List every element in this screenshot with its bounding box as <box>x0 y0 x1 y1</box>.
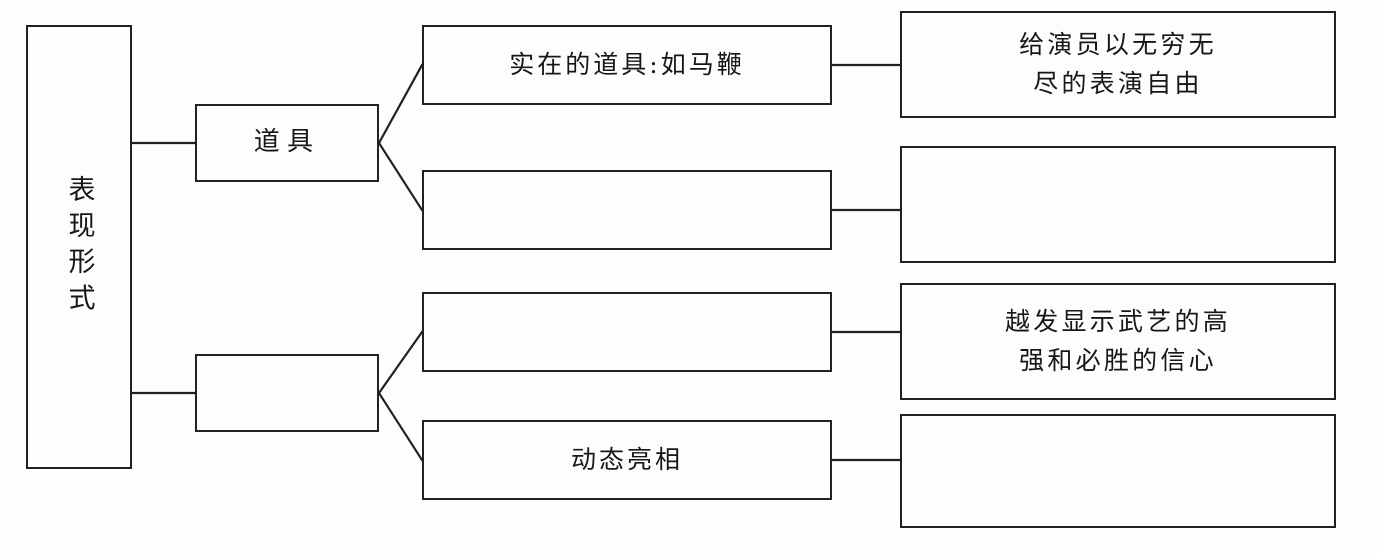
lvl4-node-0-label: 给演员以无穷无 尽的表演自由 <box>1019 29 1217 98</box>
connector-lvl2-0-to-lvl3-1 <box>377 141 424 212</box>
connector-lvl2-0-to-lvl3-0 <box>377 63 424 145</box>
lvl2-node-daoju[interactable]: 道具 <box>195 104 379 182</box>
root-node-biaoxianxingshi[interactable]: 表现形式 <box>26 25 132 469</box>
lvl4-node-empty-3[interactable] <box>900 414 1336 528</box>
lvl4-node-empty-1[interactable] <box>900 146 1336 263</box>
lvl3-node-empty-1[interactable] <box>422 170 832 250</box>
lvl2-node-empty[interactable] <box>195 354 379 432</box>
lvl3-node-shizaidedaoju[interactable]: 实在的道具:如马鞭 <box>422 25 832 105</box>
lvl4-node-2-label: 越发显示武艺的高 强和必胜的信心 <box>1004 306 1231 375</box>
lvl3-node-empty-2[interactable] <box>422 292 832 372</box>
lvl4-node-biaoyanziyou[interactable]: 给演员以无穷无 尽的表演自由 <box>900 11 1336 118</box>
root-node-label: 表现形式 <box>63 174 95 320</box>
lvl3-node-0-label: 实在的道具:如马鞭 <box>509 49 745 79</box>
connector-lvl2-1-to-lvl3-3 <box>377 391 424 462</box>
lvl3-node-3-label: 动态亮相 <box>570 444 683 474</box>
lvl3-node-dongtailiangxiang[interactable]: 动态亮相 <box>422 420 832 500</box>
lvl2-node-0-label: 道具 <box>253 127 321 158</box>
connector-lvl2-1-to-lvl3-2 <box>377 330 424 395</box>
lvl4-node-wuyigaoqiang[interactable]: 越发显示武艺的高 强和必胜的信心 <box>900 283 1336 400</box>
